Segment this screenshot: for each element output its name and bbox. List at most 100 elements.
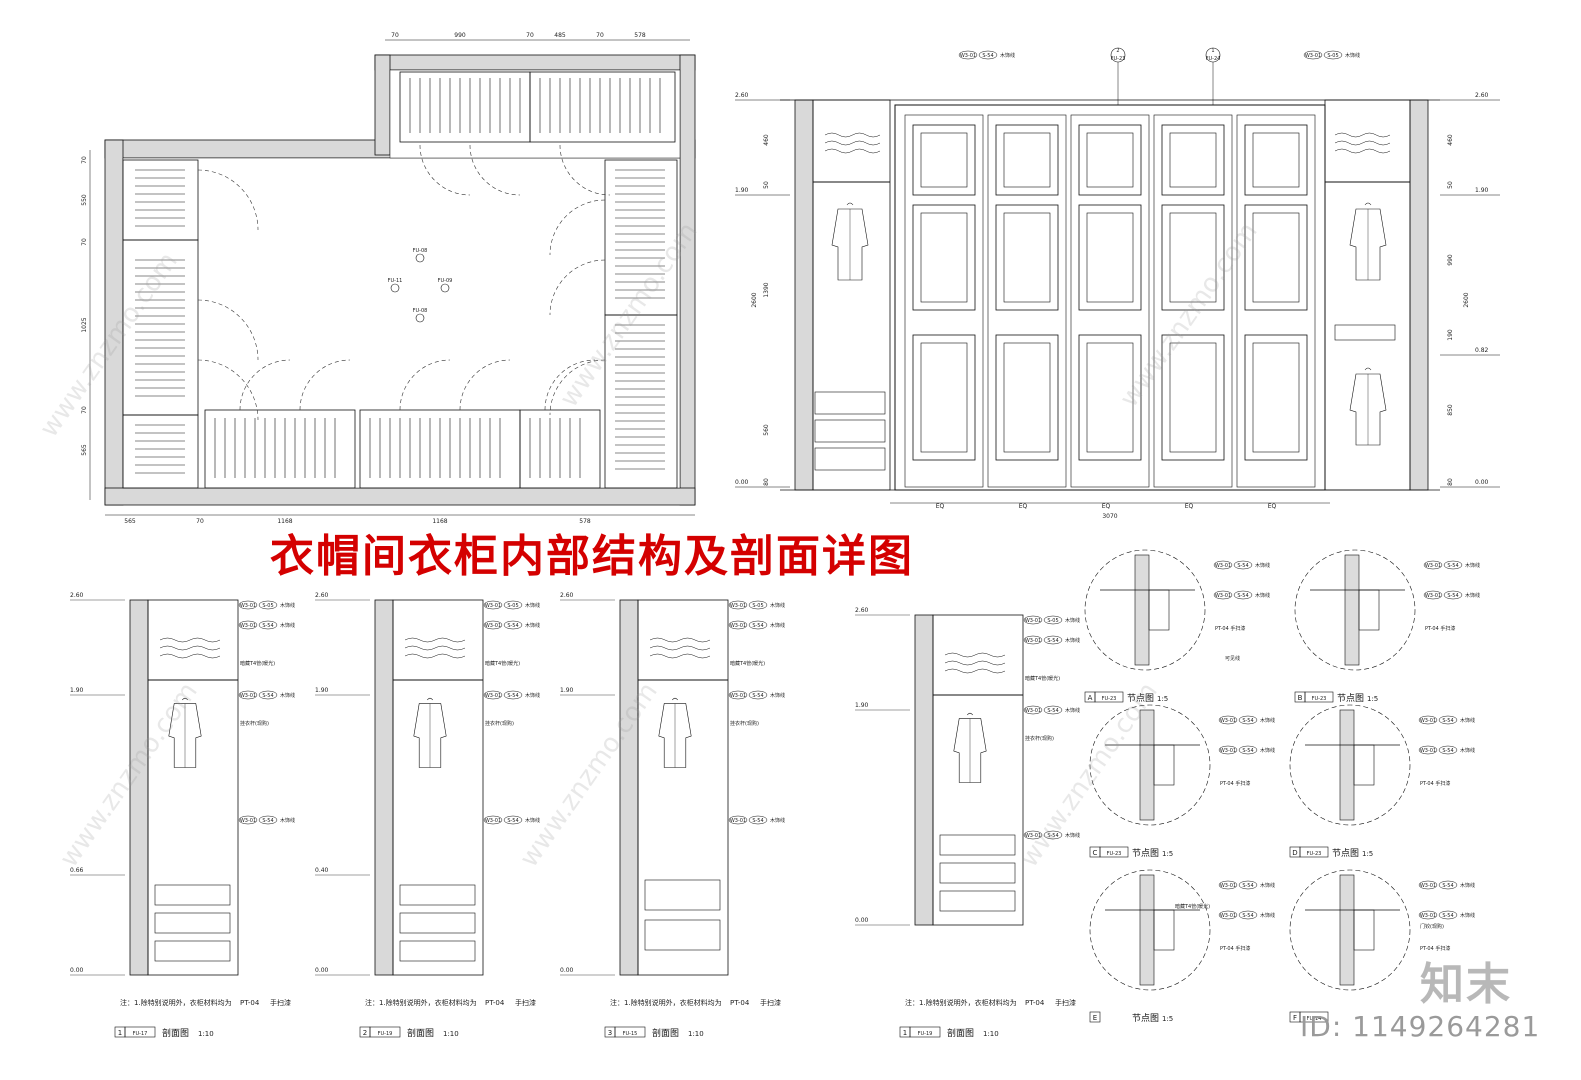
tag-sub-oval: [748, 815, 768, 825]
tag-sub: S-05: [507, 603, 518, 609]
elev-dim-left: 560: [763, 424, 770, 436]
light-label: 暗藏T4管(暖光): [240, 660, 275, 667]
detail-paint-label: PT-04 手扫漆: [1220, 780, 1250, 787]
fold-line: [649, 653, 711, 659]
detail-name: 节点图: [1337, 693, 1364, 704]
tag-text: 木饰线: [1465, 562, 1480, 569]
section-note-code: PT-04: [730, 999, 750, 1007]
fold-line: [159, 645, 221, 651]
jacket-outline: [953, 718, 987, 783]
detail-circle: [1084, 549, 1206, 671]
tag-code: W3-01: [1025, 618, 1041, 624]
tag-code-oval: [1418, 910, 1438, 920]
folded-clothes: [944, 652, 1006, 674]
tag-sub-oval: [258, 690, 278, 700]
fold-line: [1334, 148, 1391, 154]
rod-label: 挂衣杆(现购): [485, 720, 514, 727]
detail-ref-box: [1304, 691, 1334, 703]
folded-clothes: [649, 637, 711, 659]
plan-dim-bottom: 565: [124, 518, 136, 525]
fold-line: [159, 637, 221, 643]
tag-code-oval: [238, 620, 258, 630]
tag-sub: S-54: [1047, 833, 1058, 839]
drawer: [814, 447, 886, 471]
tag-code-oval: [238, 600, 258, 610]
callout-ref: FU-24: [1206, 56, 1221, 62]
tag-code: W3-01: [730, 693, 746, 699]
elev-dim-left: 460: [763, 134, 770, 146]
drawer: [399, 912, 476, 934]
door-leaf: [1070, 114, 1150, 488]
door-swing-arc: [459, 359, 511, 411]
elevation-marker-label: FU-11: [388, 278, 403, 284]
plan-dim-left: 70: [81, 156, 88, 164]
detail-ref-box: [1094, 691, 1124, 703]
section-name: 剖面图: [407, 1027, 434, 1039]
tag-text: 木饰线: [770, 622, 785, 629]
detail-circle: [1089, 869, 1211, 991]
fold-line: [824, 132, 881, 138]
section-level: 2.60: [315, 592, 329, 599]
door-panel-inner: [1252, 342, 1300, 453]
fold-line: [944, 668, 1006, 674]
level-marker-right: 0.82: [1475, 347, 1489, 354]
detail-ref: FU-23: [1312, 696, 1327, 702]
drawing-title: 衣帽间衣柜内部结构及剖面详图: [270, 531, 914, 582]
tag-code-oval: [1023, 705, 1043, 715]
section-scale: 1:10: [688, 1030, 704, 1038]
tag-code-oval: [1418, 715, 1438, 725]
level-marker: 1.90: [735, 187, 749, 194]
tag-sub: S-54: [507, 818, 518, 824]
fold-line: [1334, 140, 1391, 146]
door-panel-outer: [1161, 334, 1225, 461]
detail-name: 节点图: [1132, 848, 1159, 859]
section-level: 1.90: [560, 687, 574, 694]
detail-name: 节点图: [1132, 1013, 1159, 1024]
tag-code-oval: [1423, 560, 1443, 570]
light-label: 暗藏T4管(暖光): [730, 660, 765, 667]
watermark-id: ID: 1149264281: [1300, 1010, 1541, 1043]
rod-label: 挂衣杆(现购): [1025, 735, 1054, 742]
section-scale: 1:10: [983, 1030, 999, 1038]
tag-code-oval: [728, 815, 748, 825]
folded-clothes: [159, 637, 221, 659]
tag-sub: S-54: [1442, 748, 1453, 754]
detail-scale: 1:5: [1162, 850, 1173, 858]
tag-code-oval: [728, 690, 748, 700]
garment-icon: [168, 697, 202, 768]
tag-code: W3-01: [730, 623, 746, 629]
fold-line: [404, 637, 466, 643]
door-panel-inner: [920, 132, 968, 188]
tag-sub-oval: [503, 600, 523, 610]
drawer: [814, 419, 886, 443]
elev-dim-right: 850: [1447, 404, 1454, 416]
section-cabinet: [932, 614, 1024, 926]
wall-fill: [679, 54, 696, 506]
door-panel-inner: [1169, 342, 1217, 453]
detail-ref-box: [1099, 846, 1129, 858]
tag-code-oval: [958, 50, 978, 60]
section-wall: [374, 599, 394, 976]
elevation-marker: [415, 313, 425, 323]
plan-cabinet: [204, 409, 356, 489]
section-level: 0.00: [560, 967, 574, 974]
callout-ref: FU-23: [1111, 56, 1126, 62]
elev-wall-right: [1409, 99, 1429, 491]
section-note: 注：1.除特别说明外，衣柜材料均为: [120, 998, 232, 1007]
tag-code: W3-01: [960, 53, 976, 59]
tag-sub-oval: [1043, 635, 1063, 645]
door-panel-inner: [1169, 212, 1217, 303]
tag-text: 木饰线: [1345, 52, 1360, 59]
wall-fill: [374, 54, 391, 156]
elevation-marker: [440, 283, 450, 293]
door-panel-inner: [1086, 342, 1134, 453]
tag-sub-oval: [258, 600, 278, 610]
section-ref: FU-17: [133, 1031, 148, 1037]
section-ref: FU-19: [378, 1031, 393, 1037]
tag-code: W3-01: [1025, 638, 1041, 644]
elev-total-height: 2600: [751, 292, 758, 307]
detail-ref: FU-23: [1102, 696, 1117, 702]
